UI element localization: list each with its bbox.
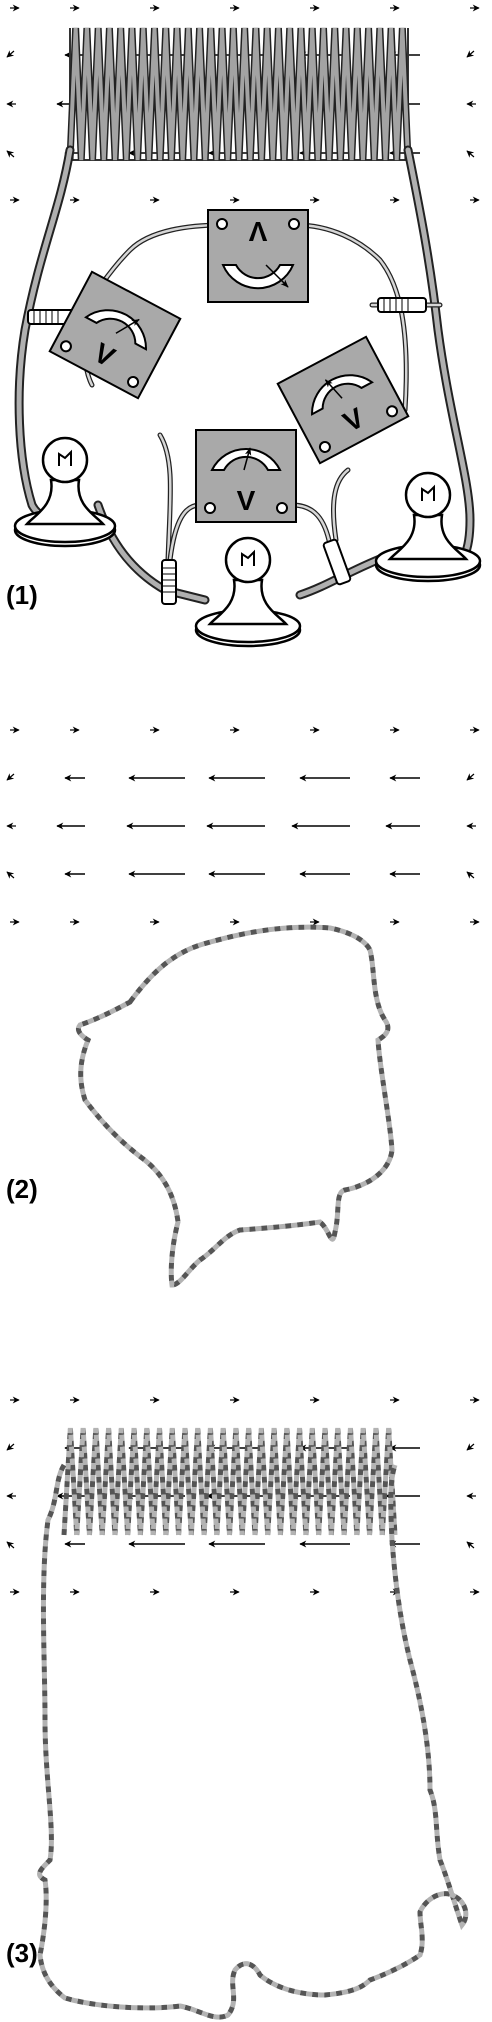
- panel-3: (3): [6, 1396, 480, 2020]
- panel-label: (2): [6, 1174, 38, 1204]
- dashed-loop: [37, 1463, 469, 2020]
- voltmeter-right: V: [276, 335, 410, 465]
- bulb-left: [13, 436, 117, 548]
- solenoid-coil: [66, 27, 412, 161]
- dashed-loop: [75, 924, 395, 1288]
- dashed-coil: [61, 1427, 398, 1536]
- meter-label: V: [237, 485, 256, 516]
- clip-bottom-right: [322, 538, 352, 586]
- field-arrow: [6, 50, 15, 58]
- field-arrow: [466, 50, 475, 58]
- wire-right-meter-down-fill: [332, 468, 350, 542]
- wire-top-meter-right-fill: [294, 223, 408, 412]
- panel-1: V V V V: [6, 4, 482, 648]
- dashed-loop-light: [75, 924, 395, 1288]
- clip-bottom-left: [161, 559, 177, 605]
- wire-left-bulb: [93, 500, 210, 605]
- field-arrow: [6, 1541, 15, 1549]
- meter-label: V: [248, 216, 267, 247]
- right-coil-lead-fill: [405, 147, 473, 568]
- field-arrow: [6, 1443, 15, 1451]
- field-arrow: [466, 871, 475, 879]
- field-arrow: [6, 871, 15, 879]
- voltmeter-bottom: V: [195, 429, 297, 523]
- coil-turns-fill: [68, 27, 410, 161]
- bulb-right: [374, 471, 482, 583]
- panel-2: (2): [6, 726, 480, 1288]
- voltmeter-left: V: [48, 270, 182, 400]
- field-arrows: [6, 726, 480, 926]
- field-arrow: [466, 1541, 475, 1549]
- coil-turns-fill: [61, 1427, 398, 1536]
- bulb-middle: [194, 536, 302, 648]
- field-arrow: [466, 1443, 475, 1451]
- field-arrow: [466, 773, 475, 781]
- wire-mid-meter-right-fill: [290, 503, 332, 547]
- field-arrow: [466, 150, 475, 158]
- field-arrow: [6, 150, 15, 158]
- voltmeter-top: V: [207, 209, 309, 303]
- panel-label: (3): [6, 1938, 38, 1968]
- clips: [27, 297, 427, 605]
- panel-label: (1): [6, 580, 38, 610]
- dashed-loop-light: [37, 1463, 469, 2020]
- wire-left-meter-down-fill: [158, 433, 172, 562]
- field-arrow: [6, 773, 15, 781]
